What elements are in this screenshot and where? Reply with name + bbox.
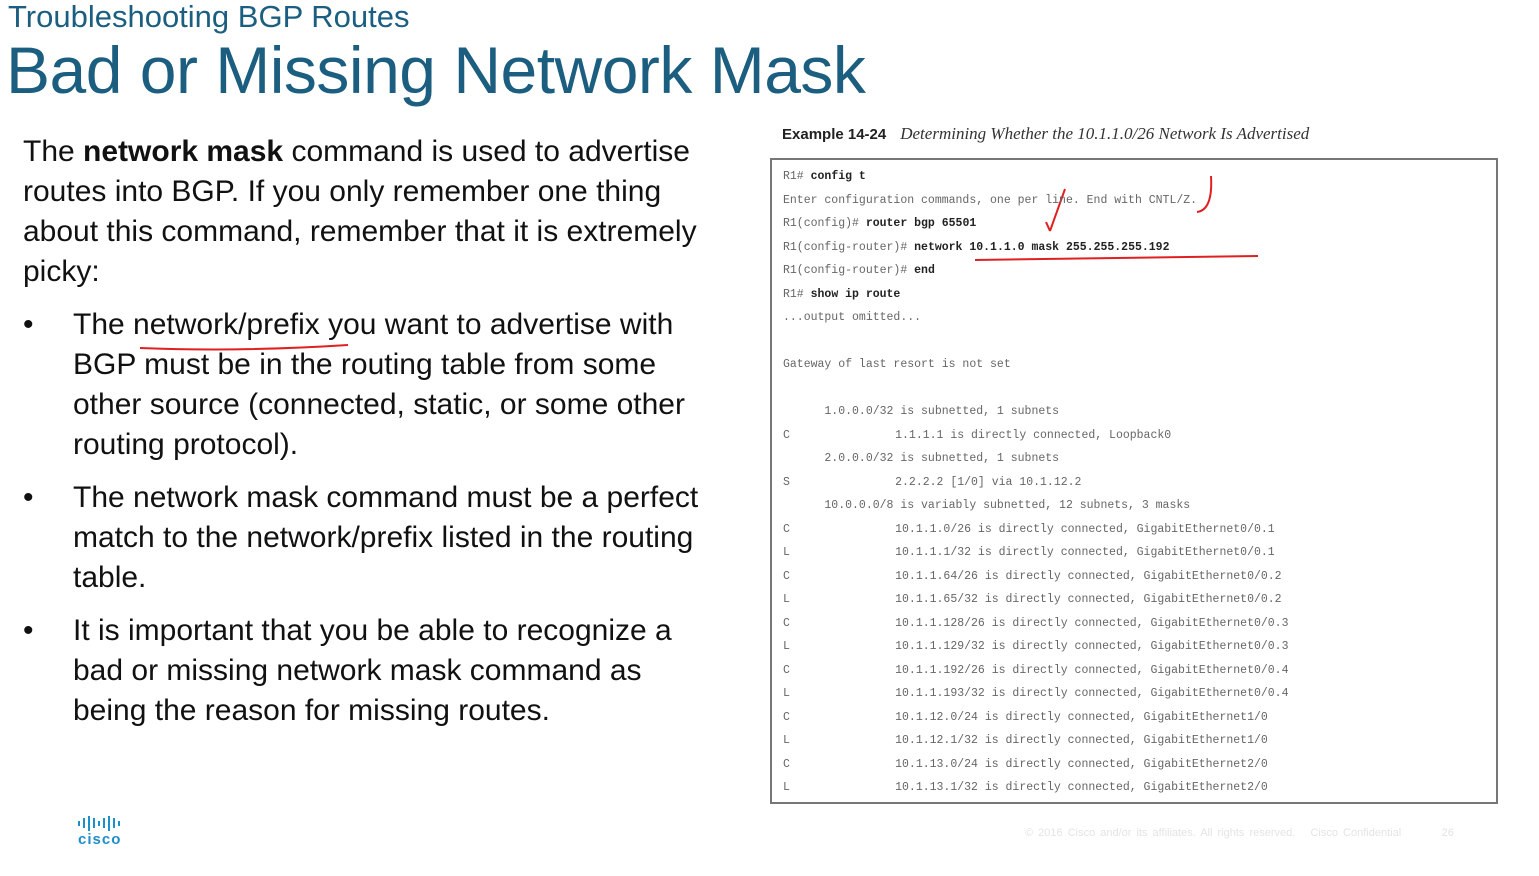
route-code: L — [783, 593, 790, 606]
cli-line — [783, 331, 1496, 355]
example-title: Determining Whether the 10.1.1.0/26 Netw… — [900, 124, 1310, 143]
intro-paragraph: The network mask command is used to adve… — [23, 132, 713, 292]
cli-line: L 10.1.1.193/32 is directly connected, G… — [783, 683, 1496, 707]
slide-title: Bad or Missing Network Mask — [6, 33, 866, 107]
cli-line: R1(config)# router bgp 65501 — [783, 213, 1496, 237]
cli-text: Gateway of last resort is not set — [783, 358, 1011, 371]
cli-text: 10.1.1.65/32 is directly connected, Giga… — [833, 593, 1282, 606]
cli-text: 10.1.1.64/26 is directly connected, Giga… — [833, 569, 1282, 583]
route-code: C — [783, 522, 790, 536]
bullet-icon: • — [23, 481, 34, 514]
route-code: C — [783, 710, 790, 724]
cli-line: R1# show ip route — [783, 284, 1496, 308]
route-code: S — [783, 475, 790, 489]
cli-line: C 10.1.13.0/24 is directly connected, Gi… — [783, 754, 1496, 778]
bullet-item: • It is important that you be able to rec… — [23, 611, 713, 731]
cli-text: R1(config-router)# — [783, 264, 908, 277]
route-code: L — [783, 734, 790, 747]
cli-text: 10.1.13.0/24 is directly connected, Giga… — [833, 757, 1268, 771]
cli-command: config t — [803, 170, 866, 183]
cli-command: show ip route — [803, 287, 901, 301]
slide-subtitle: Troubleshooting BGP Routes — [8, 0, 410, 34]
route-code: C — [783, 428, 790, 442]
route-code: C — [783, 757, 790, 771]
route-code: L — [783, 687, 790, 700]
cli-text: 10.1.1.192/26 is directly connected, Gig… — [833, 663, 1289, 677]
cli-line: 2.0.0.0/32 is subnetted, 1 subnets — [783, 448, 1496, 472]
cli-line: Enter configuration commands, one per li… — [783, 190, 1496, 214]
cli-line: L 10.1.1.1/32 is directly connected, Gig… — [783, 542, 1496, 566]
cli-line: C 1.1.1.1 is directly connected, Loopbac… — [783, 425, 1496, 449]
cisco-logo: cisco — [78, 815, 121, 848]
cli-line: 1.0.0.0/32 is subnetted, 1 subnets — [783, 401, 1496, 425]
route-code: C — [783, 569, 790, 583]
bullet-item: • The network mask command must be a perf… — [23, 478, 713, 598]
cli-command: end — [907, 264, 935, 277]
cli-text: 10.1.1.0/26 is directly connected, Gigab… — [833, 522, 1275, 536]
cli-line: S 2.2.2.2 [1/0] via 10.1.12.2 — [783, 472, 1496, 496]
cli-text: R1# — [783, 287, 804, 301]
bullet-icon: • — [23, 308, 34, 341]
cli-line: C 10.1.1.192/26 is directly connected, G… — [783, 660, 1496, 684]
cli-text: 10.0.0.0/8 is variably subnetted, 12 sub… — [783, 499, 1191, 512]
cli-line: R1# config t — [783, 166, 1496, 190]
cli-output-box: R1# config t Enter configuration commands… — [770, 158, 1498, 804]
bullet-text: It is important that you be able to reco… — [73, 614, 672, 727]
cli-line: ...output omitted... — [783, 307, 1496, 331]
cli-line: L 10.1.1.65/32 is directly connected, Gi… — [783, 589, 1496, 613]
cli-text: Enter configuration commands, one per li… — [783, 193, 1198, 207]
cli-line: C 10.1.1.0/26 is directly connected, Gig… — [783, 519, 1496, 543]
cli-line: L 10.1.13.1/32 is directly connected, Gi… — [783, 777, 1496, 801]
cli-line: C 10.1.1.128/26 is directly connected, G… — [783, 613, 1496, 637]
example-label: Example 14-24 — [782, 126, 887, 143]
cli-line: C 10.1.12.0/24 is directly connected, Gi… — [783, 707, 1496, 731]
cli-text: 2.2.2.2 [1/0] via 10.1.12.2 — [833, 475, 1082, 489]
cli-line — [783, 378, 1496, 402]
cli-line: R1(config-router)# end — [783, 260, 1496, 284]
cli-text: R1# — [783, 170, 804, 183]
footer: © 2016 Cisco and/or its affiliates. All … — [1025, 827, 1454, 840]
cli-text: 10.1.1.193/32 is directly connected, Gig… — [833, 687, 1289, 700]
cli-text: ...output omitted... — [783, 311, 922, 324]
cli-text: 1.0.0.0/32 is subnetted, 1 subnets — [783, 405, 1060, 418]
bullet-text: The network mask command must be a perfe… — [73, 481, 699, 594]
slide-body: The network mask command is used to adve… — [23, 132, 713, 744]
cli-text: 10.1.1.129/32 is directly connected, Gig… — [833, 640, 1289, 653]
cli-text: 10.1.12.1/32 is directly connected, Giga… — [833, 734, 1268, 747]
cli-text: R1(config-router)# — [783, 240, 908, 254]
cli-text: 10.1.1.128/26 is directly connected, Gig… — [833, 616, 1289, 630]
intro-text: The — [23, 135, 84, 168]
cli-line: C 10.1.1.64/26 is directly connected, Gi… — [783, 566, 1496, 590]
bullet-list: • The network/prefix you want to advertis… — [23, 305, 713, 731]
cli-line: L 10.1.12.1/32 is directly connected, Gi… — [783, 730, 1496, 754]
cli-text: R1(config)# — [783, 217, 859, 230]
cisco-logo-bars — [78, 815, 121, 831]
example-caption: Example 14-24 Determining Whether the 10.… — [782, 124, 1309, 145]
route-code: L — [783, 781, 790, 794]
cli-text: 10.1.13.1/32 is directly connected, Giga… — [833, 781, 1268, 794]
route-code: L — [783, 546, 790, 559]
cli-line: R1(config-router)# network 10.1.1.0 mask… — [783, 237, 1496, 261]
cli-line: 10.0.0.0/8 is variably subnetted, 12 sub… — [783, 495, 1496, 519]
cli-text: 10.1.12.0/24 is directly connected, Giga… — [833, 710, 1268, 724]
cli-line: L 10.1.1.129/32 is directly connected, G… — [783, 636, 1496, 660]
copyright: © 2016 Cisco and/or its affiliates. All … — [1025, 827, 1296, 839]
cli-command: router bgp 65501 — [858, 217, 977, 230]
route-code: C — [783, 663, 790, 677]
route-code: C — [783, 616, 790, 630]
intro-text-rest: command is used to advertise routes into… — [23, 135, 697, 288]
bullet-text: The network/prefix you want to advertise… — [73, 308, 685, 461]
route-code: L — [783, 640, 790, 653]
bullet-icon: • — [23, 614, 34, 647]
cli-text: 10.1.1.1/32 is directly connected, Gigab… — [833, 546, 1275, 559]
page-number: 26 — [1441, 827, 1454, 839]
confidential-label: Cisco Confidential — [1310, 827, 1402, 839]
cli-text: 2.0.0.0/32 is subnetted, 1 subnets — [783, 452, 1060, 465]
cli-line: Gateway of last resort is not set — [783, 354, 1496, 378]
intro-bold: network mask — [83, 135, 284, 168]
logo-text: cisco — [78, 831, 122, 848]
cli-text: 1.1.1.1 is directly connected, Loopback0 — [833, 428, 1172, 442]
cli-command: network 10.1.1.0 mask 255.255.255.192 — [907, 240, 1170, 254]
bullet-item: • The network/prefix you want to advertis… — [23, 305, 713, 465]
